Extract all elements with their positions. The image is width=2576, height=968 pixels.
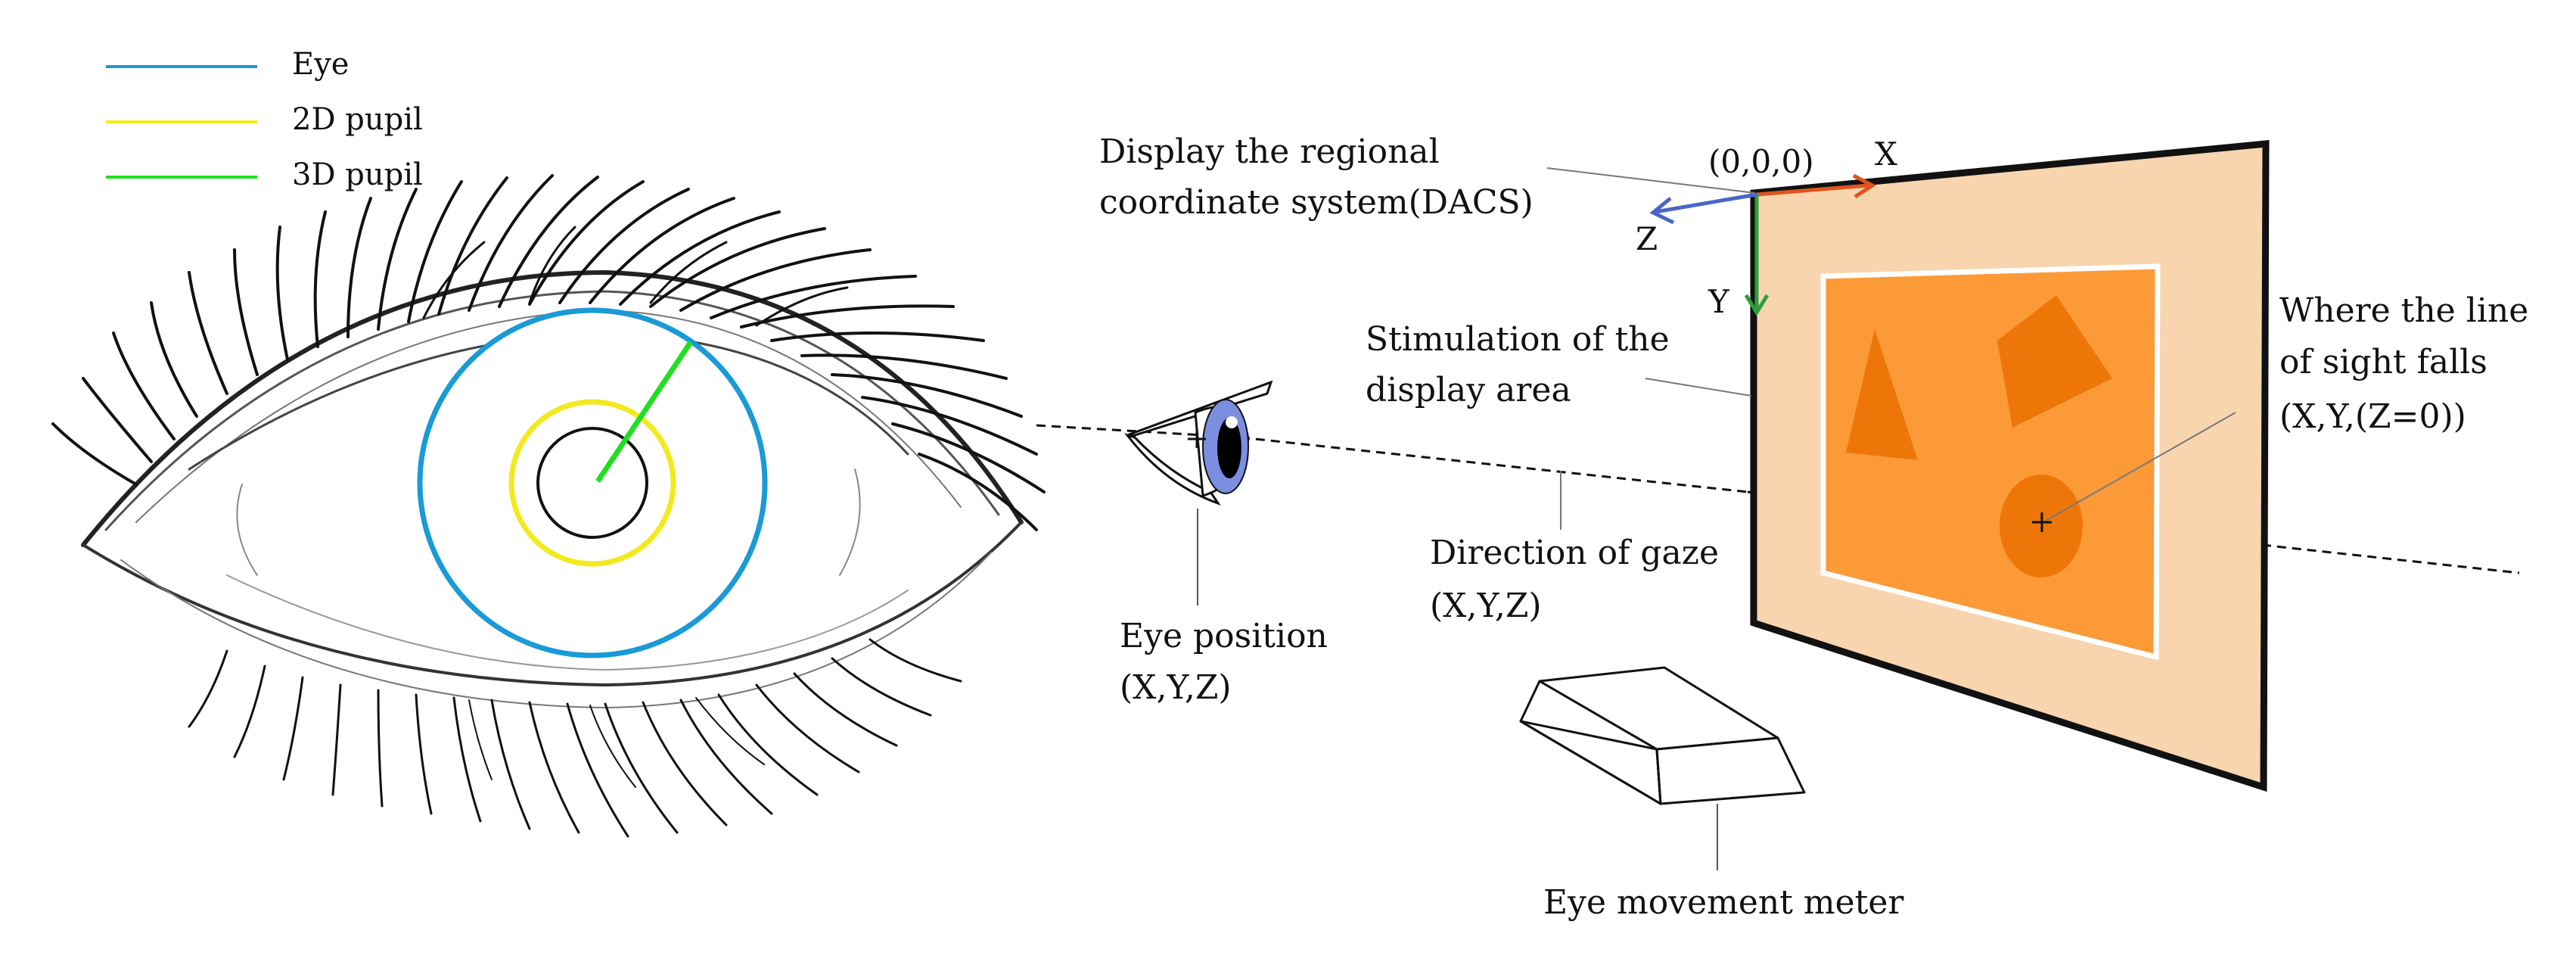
z-axis-label: Z bbox=[1636, 220, 1658, 257]
legend-eye-label: Eye bbox=[292, 47, 349, 82]
pupil-3d-vector bbox=[595, 341, 693, 483]
dacs-label-line1: Display the regional bbox=[1099, 132, 1440, 171]
stim-label-line2: display area bbox=[1366, 371, 1571, 409]
side-eye-pupil bbox=[1217, 418, 1241, 478]
gaze-label-line2: (X,Y,Z) bbox=[1430, 587, 1542, 625]
gaze-label-line1: Direction of gaze bbox=[1430, 534, 1719, 572]
gaze-line-back bbox=[1036, 424, 1204, 437]
stim-leader bbox=[1645, 378, 1752, 397]
side-view-eye bbox=[1123, 380, 1273, 605]
text-labels: Display the regional coordinate system(D… bbox=[1099, 132, 2528, 922]
triangle-stimulus bbox=[1846, 329, 1918, 460]
eye-movement-meter bbox=[1519, 666, 1806, 805]
stim-label-line1: Stimulation of the bbox=[1366, 320, 1670, 359]
x-axis-arrow bbox=[1756, 183, 1869, 197]
origin-label: (0,0,0) bbox=[1708, 143, 1814, 180]
leader-lines bbox=[1546, 167, 2236, 530]
legend-3d-pupil-label: 3D pupil bbox=[292, 157, 423, 192]
meter-bottom-edge bbox=[1519, 720, 1662, 805]
lower-eyelashes bbox=[188, 638, 962, 838]
pupil-inner-circle bbox=[536, 427, 648, 539]
display-screen bbox=[1750, 140, 2270, 792]
legend: Eye 2D pupil 3D pupil bbox=[106, 47, 423, 192]
sight-label-line2: of sight falls bbox=[2279, 343, 2487, 381]
sight-label-line1: Where the line bbox=[2279, 291, 2528, 330]
eye-movement-meter-label: Eye movement meter bbox=[1543, 883, 1904, 922]
sight-leader bbox=[2045, 412, 2236, 521]
quadrilateral-stimulus bbox=[1997, 295, 2112, 428]
x-axis-label: X bbox=[1875, 135, 1897, 173]
upper-eyelashes bbox=[51, 174, 1046, 531]
eye-position-label-line1: Eye position bbox=[1120, 617, 1328, 655]
eye-illustration bbox=[51, 174, 1046, 838]
y-axis-label: Y bbox=[1707, 283, 1730, 320]
meter-front-face bbox=[1655, 736, 1806, 805]
dacs-leader bbox=[1546, 167, 1756, 194]
eye-circle bbox=[417, 307, 768, 658]
sight-label-line3: (X,Y,(Z=0)) bbox=[2279, 397, 2466, 436]
coordinate-axes bbox=[1649, 173, 1876, 316]
legend-2d-pupil-label: 2D pupil bbox=[292, 102, 423, 137]
z-axis-arrow bbox=[1655, 192, 1757, 214]
side-eye-highlight bbox=[1226, 416, 1238, 428]
gaze-line-exit bbox=[2261, 543, 2520, 574]
pupil-2d-circle bbox=[508, 399, 676, 567]
side-eye-lower-lid bbox=[1123, 433, 1221, 506]
gaze-line-front bbox=[1240, 436, 1748, 493]
eye-position-label-line2: (X,Y,Z) bbox=[1120, 668, 1232, 707]
dacs-label-line2: coordinate system(DACS) bbox=[1099, 183, 1533, 222]
